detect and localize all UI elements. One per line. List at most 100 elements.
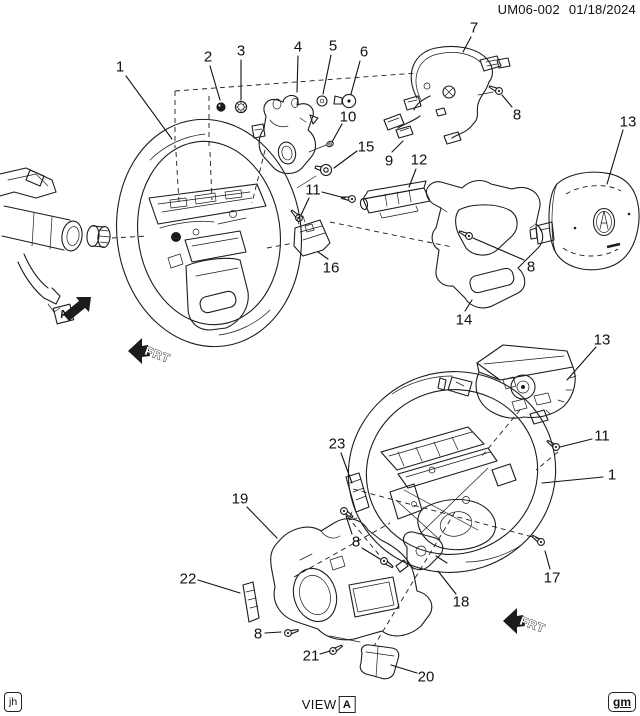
harness-screw	[487, 82, 505, 97]
leader-line-8d	[264, 631, 282, 634]
front-view: A FRT	[0, 45, 640, 366]
airbag-module-back	[437, 344, 577, 425]
document-code: UM06-002	[497, 2, 560, 17]
callout-13a: 13	[620, 114, 637, 131]
leader-line-11a	[321, 191, 346, 199]
callout-17: 17	[544, 570, 561, 587]
callout-18: 18	[453, 594, 470, 611]
grommet	[326, 140, 334, 148]
paddle-switch	[395, 531, 448, 573]
callout-14: 14	[456, 312, 473, 329]
leader-line-20	[390, 664, 418, 674]
leader-line-2	[209, 65, 221, 101]
view-direction-arrow: A	[52, 297, 91, 325]
leader-line-23	[340, 452, 353, 484]
leader-lines	[125, 36, 624, 674]
leader-line-13b	[566, 346, 597, 381]
callout-8a: 8	[513, 107, 521, 124]
callout-9: 9	[385, 153, 393, 170]
flat-washer	[316, 95, 328, 107]
leader-line-22	[197, 579, 241, 594]
assembly-axes-front	[174, 72, 453, 249]
leader-line-9	[391, 140, 404, 153]
switch-assembly	[359, 180, 431, 219]
leader-line-11b	[559, 438, 593, 448]
callout-19: 19	[232, 491, 249, 508]
flanged-bolt	[313, 161, 334, 178]
leader-line-4	[296, 55, 299, 93]
leader-line-8c	[345, 515, 353, 535]
leader-line-12	[408, 168, 417, 188]
lock-washer	[234, 100, 248, 114]
leader-line-18	[437, 570, 457, 595]
leader-line-21	[319, 650, 331, 655]
column-hub-connector	[86, 224, 149, 249]
callout-22: 22	[180, 571, 197, 588]
leader-line-14	[464, 299, 473, 312]
mounting-bracket	[251, 94, 319, 175]
lower-trim-cover	[425, 179, 544, 309]
leader-line-15	[333, 150, 358, 169]
access-cover	[359, 644, 400, 680]
document-header: UM06-002 01/18/2024	[498, 2, 636, 17]
trim-screw	[457, 227, 475, 242]
airbag-module-front	[529, 171, 640, 271]
rear-view: FRT	[242, 344, 577, 680]
callout-8d: 8	[254, 626, 262, 643]
cover-screw	[378, 555, 396, 571]
view-arrow-label: A	[58, 308, 69, 322]
hub-bolt	[333, 93, 357, 109]
callout-8c: 8	[352, 534, 360, 551]
leader-line-13a	[606, 129, 624, 185]
document-footer: jh gm	[0, 690, 640, 714]
callout-10: 10	[340, 109, 357, 126]
gm-logo: gm	[608, 692, 636, 712]
leader-line-11a	[300, 197, 310, 216]
view-caption: VIEW A	[302, 696, 356, 713]
callout-15: 15	[358, 139, 375, 156]
leader-line-6	[350, 60, 361, 95]
steering-column	[0, 167, 83, 313]
view-ref-box: A	[338, 696, 356, 713]
callout-11a: 11	[305, 182, 321, 199]
view-caption-text: VIEW	[301, 697, 337, 712]
leader-line-8a	[501, 94, 513, 108]
leader-line-1b	[541, 476, 604, 484]
callout-13b: 13	[594, 332, 611, 349]
leader-line-5	[322, 54, 332, 95]
switch-screw	[288, 207, 305, 224]
callout-23: 23	[329, 436, 346, 453]
steering-wheel-back	[347, 371, 557, 573]
hub-nut	[216, 102, 226, 112]
assembly-axes-rear	[293, 409, 559, 647]
frt-direction-indicator: FRT	[503, 608, 548, 636]
leader-line-8b	[472, 237, 525, 261]
document-date: 01/18/2024	[568, 2, 636, 17]
switch-block	[293, 215, 331, 257]
leader-line-19	[246, 506, 278, 539]
callout-2: 2	[204, 49, 212, 66]
cover-screw	[283, 626, 300, 638]
leader-line-8c	[361, 547, 381, 560]
callout-21: 21	[303, 648, 320, 665]
author-badge: jh	[4, 692, 23, 712]
trim-strip	[242, 581, 260, 623]
callout-8b: 8	[527, 259, 535, 276]
leader-line-7	[462, 36, 472, 53]
brand-emblem	[599, 210, 609, 230]
leader-line-10	[331, 123, 343, 143]
switch-screw	[340, 193, 357, 204]
horn-contact	[171, 232, 181, 242]
steering-wheel-front	[115, 118, 303, 348]
callout-6: 6	[360, 44, 368, 61]
callout-3: 3	[237, 43, 245, 60]
wheel-screw	[529, 532, 547, 548]
callout-4: 4	[294, 39, 302, 56]
callout-1: 1	[116, 59, 124, 76]
frt-label: FRT	[143, 344, 173, 366]
leader-line-1	[125, 75, 173, 140]
callout-5: 5	[329, 38, 337, 55]
